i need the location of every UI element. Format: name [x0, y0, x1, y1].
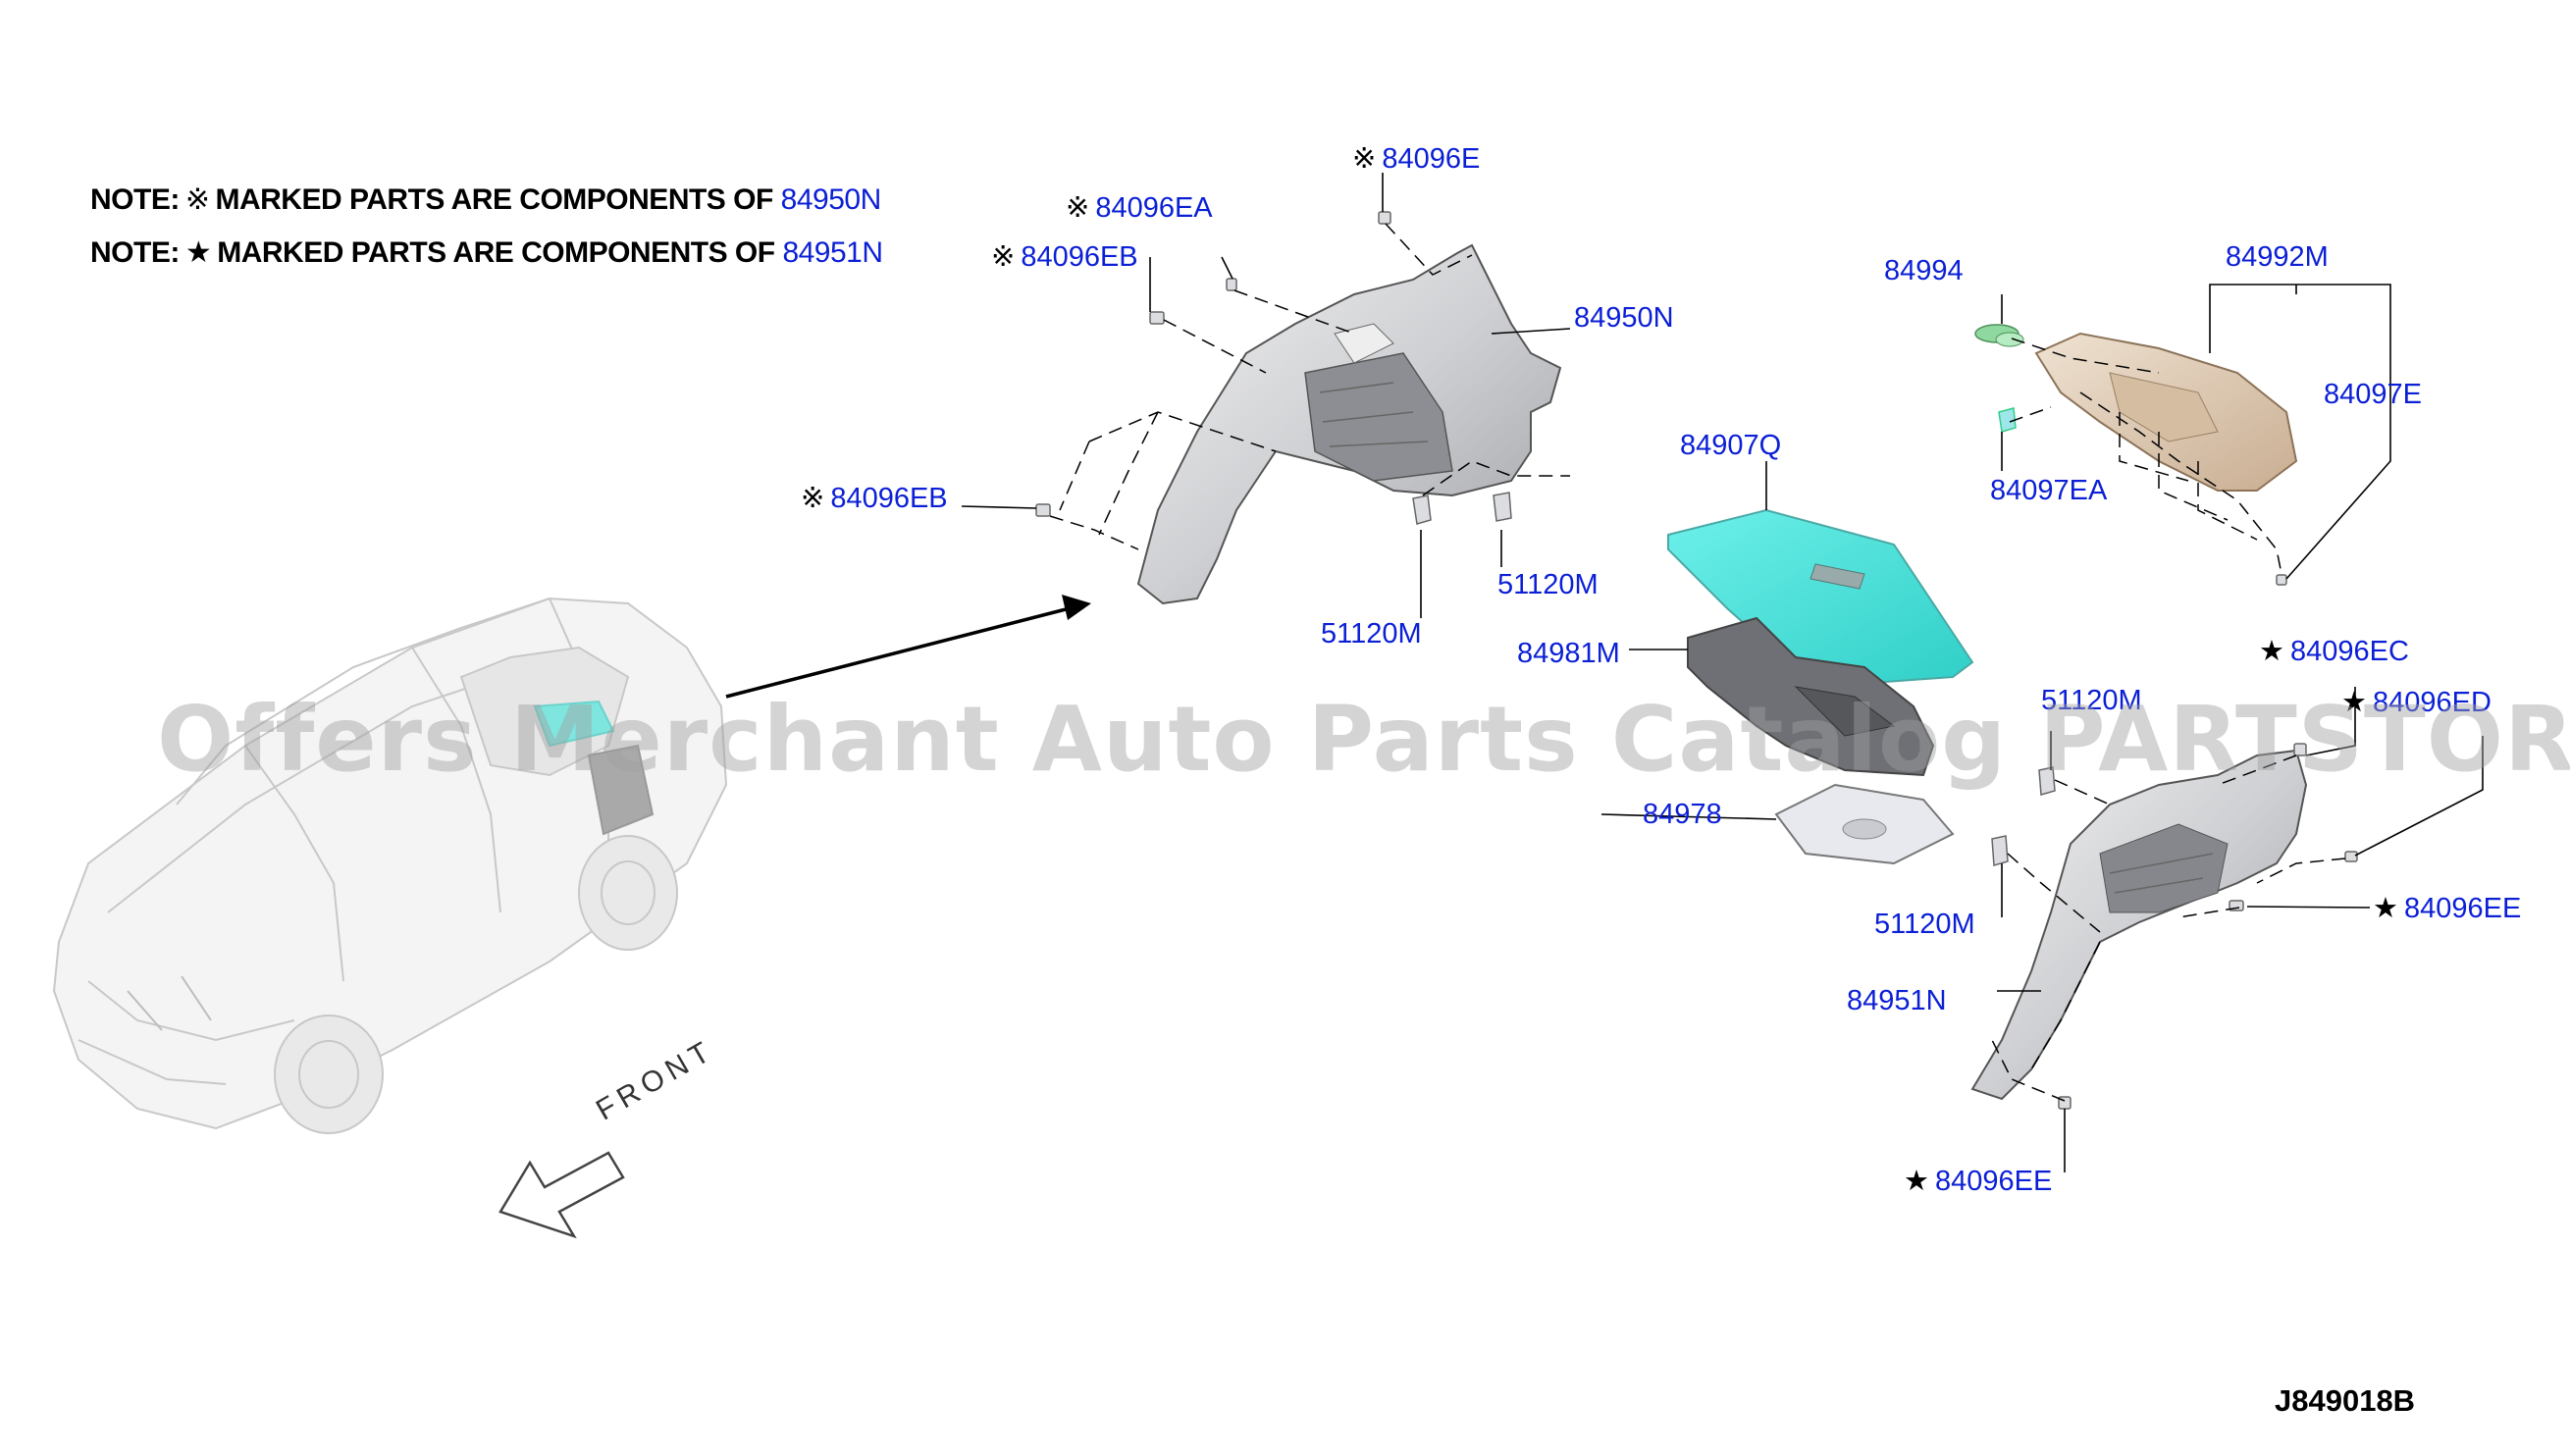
- assembly-dashes: [1049, 223, 2346, 1102]
- part-link-84992M[interactable]: 84992M: [2226, 241, 2329, 274]
- part-number: 84096EE: [2404, 893, 2522, 924]
- part-link-84096EC[interactable]: ★84096EC: [2259, 634, 2409, 668]
- clip-84097EA: [1998, 407, 2017, 433]
- part-number: 84950N: [1574, 302, 1674, 334]
- star-icon: ★: [184, 236, 212, 269]
- part-link-84097E[interactable]: 84097E: [2324, 379, 2422, 411]
- part-link-84097EA[interactable]: 84097EA: [1990, 475, 2107, 507]
- front-arrow: [498, 1151, 625, 1239]
- reference-mark-icon: ※: [991, 241, 1016, 273]
- watermark: Offers Merchant Auto Parts Catalog PARTS…: [157, 687, 2570, 792]
- part-number: 84096EB: [830, 483, 948, 514]
- cover-84978: [1774, 783, 1955, 865]
- reference-mark-icon: ※: [801, 483, 825, 514]
- diagram-code: J849018B: [2275, 1383, 2416, 1418]
- part-number: 84096EB: [1021, 241, 1138, 273]
- part-number: 51120M: [1874, 909, 1975, 940]
- clip-84994: [1974, 324, 2024, 347]
- part-link-84950N[interactable]: 84950N: [1574, 302, 1674, 335]
- part-number: 51120M: [1321, 618, 1422, 650]
- part-number: 84096EE: [1935, 1166, 2053, 1197]
- note-prefix: NOTE:: [90, 183, 180, 216]
- part-link-51120M[interactable]: 51120M: [1497, 569, 1599, 601]
- board-84907Q: [1667, 508, 1974, 689]
- part-number: 84096EC: [2290, 636, 2409, 667]
- reference-mark-icon: ※: [184, 183, 210, 216]
- note-ref-link[interactable]: 84950N: [780, 183, 882, 216]
- part-number: 84096E: [1382, 143, 1481, 175]
- box-84981M: [1687, 616, 1935, 777]
- part-link-84096EB[interactable]: ※84096EB: [801, 481, 948, 515]
- part-number: 84978: [1643, 799, 1722, 830]
- note-text: MARKED PARTS ARE COMPONENTS OF: [215, 183, 773, 216]
- part-number: 84096EA: [1095, 192, 1213, 224]
- part-link-84981M[interactable]: 84981M: [1517, 638, 1620, 670]
- part-number: 84951N: [1847, 985, 1947, 1016]
- star-icon: ★: [2373, 893, 2398, 924]
- pointer-arrow: [725, 595, 1091, 699]
- part-number: 84097EA: [1990, 475, 2108, 506]
- reference-mark-icon: ※: [1066, 192, 1090, 224]
- fasteners: [1035, 211, 2358, 1110]
- note-84950N: NOTE:※MARKED PARTS ARE COMPONENTS OF 849…: [90, 182, 881, 217]
- part-number: 51120M: [1497, 569, 1599, 600]
- note-prefix: NOTE:: [90, 236, 180, 269]
- part-link-84096EE[interactable]: ★84096EE: [1904, 1164, 2052, 1198]
- part-number: 84097E: [2324, 379, 2422, 410]
- note-text: MARKED PARTS ARE COMPONENTS OF: [217, 236, 775, 269]
- part-number: 84992M: [2226, 241, 2329, 273]
- part-link-51120M[interactable]: 51120M: [2041, 685, 2142, 717]
- part-number: 84994: [1884, 255, 1964, 286]
- part-link-84096EB[interactable]: ※84096EB: [991, 239, 1138, 274]
- part-number: 84096ED: [2373, 687, 2491, 718]
- part-number: 84907Q: [1680, 430, 1782, 461]
- part-link-84096E[interactable]: ※84096E: [1352, 141, 1480, 176]
- part-link-84096EE[interactable]: ★84096EE: [2373, 891, 2521, 925]
- part-link-51120M[interactable]: 51120M: [1321, 618, 1422, 650]
- panel-84992M: [2034, 332, 2298, 492]
- trim-84950N: [1136, 243, 1562, 605]
- part-link-84907Q[interactable]: 84907Q: [1680, 430, 1781, 462]
- part-link-84978[interactable]: 84978: [1643, 799, 1722, 831]
- part-link-51120M[interactable]: 51120M: [1874, 909, 1975, 941]
- leader-lines: [961, 173, 2484, 1172]
- part-link-84096EA[interactable]: ※84096EA: [1066, 190, 1213, 225]
- star-icon: ★: [2341, 687, 2367, 718]
- trim-84951N: [1970, 749, 2308, 1101]
- star-icon: ★: [2259, 636, 2284, 667]
- reference-mark-icon: ※: [1352, 143, 1377, 175]
- vehicle-illustration: [52, 597, 728, 1134]
- note-84951N: NOTE:★MARKED PARTS ARE COMPONENTS OF 849…: [90, 235, 883, 270]
- star-icon: ★: [1904, 1166, 1929, 1197]
- note-ref-link[interactable]: 84951N: [782, 236, 883, 269]
- part-link-84951N[interactable]: 84951N: [1847, 985, 1947, 1017]
- part-number: 51120M: [2041, 685, 2142, 716]
- part-link-84096ED[interactable]: ★84096ED: [2341, 685, 2491, 719]
- part-link-84994[interactable]: 84994: [1884, 255, 1964, 287]
- part-number: 84981M: [1517, 638, 1620, 669]
